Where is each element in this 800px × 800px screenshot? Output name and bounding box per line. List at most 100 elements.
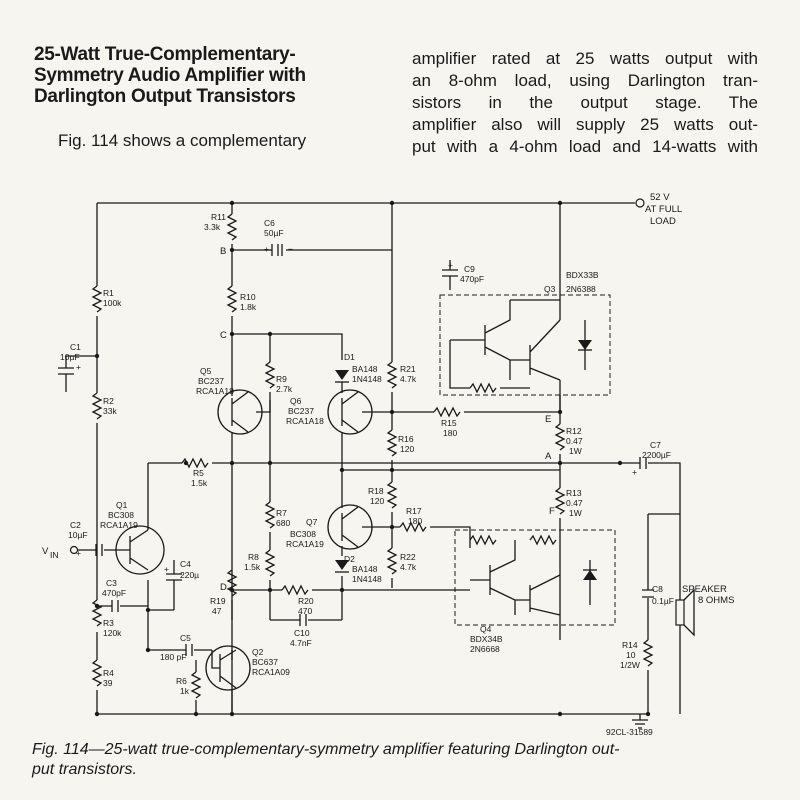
r14-label: R14: [622, 640, 638, 650]
c6-label: C6: [264, 218, 275, 228]
input-terminal: [69, 545, 79, 555]
r7-label: R7: [276, 508, 287, 518]
r11-label: R11: [211, 212, 226, 222]
c1-value: 10µF: [60, 352, 80, 362]
r11-value: 3.3k: [204, 222, 221, 232]
q2-transistor-icon: [205, 645, 251, 691]
r6-label: R6: [176, 676, 187, 686]
r20-value: 470: [298, 606, 312, 616]
d1-label: D1: [344, 352, 355, 362]
q3-type: BDX33B: [566, 270, 599, 280]
node-label: C: [220, 330, 227, 341]
r9-value: 2.7k: [276, 384, 293, 394]
q4-type: BDX34B: [470, 634, 503, 644]
c7-value: 2200µF: [642, 450, 671, 460]
q4-darlington-box: [454, 529, 616, 626]
speaker-label: SPEAKER: [682, 584, 727, 595]
q6-type: BC237: [288, 406, 314, 416]
q1-type: BC308: [108, 510, 134, 520]
r13-power: 1W: [569, 508, 582, 518]
c3-value: 470pF: [102, 588, 126, 598]
r4-value: 39: [103, 678, 113, 688]
r7-value: 680: [276, 518, 290, 528]
r12-label: R12: [566, 426, 582, 436]
r17-value: 180: [408, 516, 422, 526]
r12-power: 1W: [569, 446, 582, 456]
body-line: put with a 4-ohm load and 14-watts with: [412, 137, 758, 156]
r17-label: R17: [406, 506, 422, 516]
r2-value: 33k: [103, 406, 117, 416]
supply-label: LOAD: [650, 216, 676, 227]
q5-label: Q5: [200, 366, 212, 376]
c8-value: 0.1µF: [652, 596, 674, 606]
r10-label: R10: [240, 292, 256, 302]
r12-value: 0.47: [566, 436, 583, 446]
r16-value: 120: [400, 444, 414, 454]
speaker-icon: [675, 588, 695, 637]
c10-value: 4.7nF: [290, 638, 312, 648]
c3-label: C3: [106, 578, 117, 588]
q6-label: Q6: [290, 396, 302, 406]
body-line: amplifier rated at 25 watts output with: [412, 49, 758, 68]
q3-internals: [449, 299, 592, 389]
q4-label: Q4: [480, 624, 492, 634]
input-sub-label: IN: [50, 550, 59, 560]
body-line: amplifier also will supply 25 watts out-: [412, 115, 758, 134]
body-text-column-1: Fig. 114 shows a complementary: [58, 131, 307, 150]
r13-label: R13: [566, 488, 582, 498]
c6-value: 50µF: [264, 228, 284, 238]
r19-value: 47: [212, 606, 222, 616]
c8-label: C8: [652, 584, 663, 594]
c2-value: 10µF: [68, 530, 88, 540]
r3-label: R3: [103, 618, 114, 628]
q7-label: Q7: [306, 517, 318, 527]
q2-label: Q2: [252, 647, 264, 657]
d2-type: BA148: [352, 564, 378, 574]
q6-transistor-icon: [327, 389, 373, 435]
speaker-label: 8 OHMS: [698, 595, 734, 606]
r19-label: R19: [210, 596, 226, 606]
body-text-column-2: amplifier rated at 25 watts output with …: [412, 48, 758, 158]
r18-label: R18: [368, 486, 384, 496]
heading-line: Darlington Output Transistors: [34, 86, 296, 107]
figure-code: 92CL-31589: [606, 727, 653, 737]
figure-caption: Fig. 114—25-watt true-complementary-symm…: [32, 740, 772, 780]
q2-rca: RCA1A09: [252, 667, 290, 677]
c2-label: C2: [70, 520, 81, 530]
d1-alt: 1N4148: [352, 374, 382, 384]
junction-dots: [94, 200, 651, 717]
r18-value: 120: [370, 496, 384, 506]
body-line: an 8-ohm load, using Darlington tran-: [412, 71, 758, 90]
r1-label: R1: [103, 288, 114, 298]
c4-value: 220µ: [180, 570, 199, 580]
r13-value: 0.47: [566, 498, 583, 508]
c4-label: C4: [180, 559, 191, 569]
d2-label: D2: [344, 554, 355, 564]
q4-internals: [470, 540, 597, 616]
r3-value: 120k: [103, 628, 122, 638]
c9-label: C9: [464, 264, 475, 274]
q1-rca: RCA1A19: [100, 520, 138, 530]
polarity-plus: +: [76, 548, 81, 558]
q3-darlington-box: [439, 294, 611, 396]
caption-line: put transistors.: [32, 761, 137, 778]
q6-rca: RCA1A18: [286, 416, 324, 426]
node-label: B: [220, 246, 226, 257]
r21-value: 4.7k: [400, 374, 417, 384]
r20-label: R20: [298, 596, 314, 606]
q3-alt: 2N6388: [566, 284, 596, 294]
r15-value: 180: [443, 428, 457, 438]
q5-transistor-icon: [217, 389, 263, 435]
q3-label: Q3: [544, 284, 556, 294]
polarity-plus: +: [164, 564, 169, 574]
supply-label: 52 V: [650, 192, 670, 203]
supply-label: AT FULL: [645, 204, 682, 215]
c7-label: C7: [650, 440, 661, 450]
polarity-plus: +: [448, 260, 453, 270]
q1-label: Q1: [116, 500, 128, 510]
heading-line: 25-Watt True-Complementary-: [34, 44, 296, 65]
polarity-minus: −: [288, 244, 293, 254]
r6-value: 1k: [180, 686, 190, 696]
node-label: A: [545, 451, 552, 462]
r14-value: 10: [626, 650, 636, 660]
